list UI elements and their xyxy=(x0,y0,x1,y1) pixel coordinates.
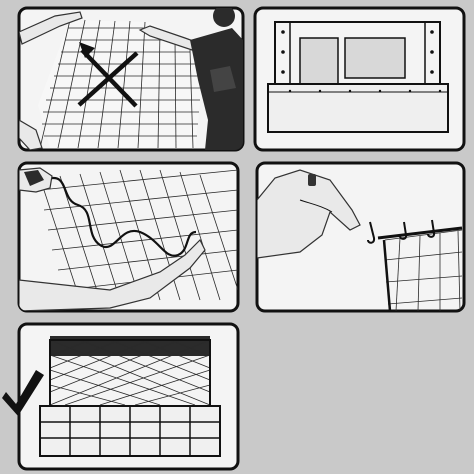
step-3-panel xyxy=(17,161,240,313)
hand-holding-hook xyxy=(257,169,361,259)
hook-icons xyxy=(367,219,436,244)
threading-cord xyxy=(44,176,197,257)
ring xyxy=(308,174,316,186)
left-arm-bottom xyxy=(19,118,43,150)
net-border-cord xyxy=(377,226,463,240)
cross-out-icon xyxy=(77,42,139,108)
checkmark-icon xyxy=(2,370,44,416)
mounting-points xyxy=(281,30,434,74)
balcony-structure xyxy=(267,21,449,133)
step-4-net xyxy=(384,229,463,311)
step-5-panel xyxy=(17,322,240,471)
step-1-panel xyxy=(17,6,245,152)
left-hand-top xyxy=(19,11,83,45)
installed-net xyxy=(49,339,211,406)
balcony-railing xyxy=(267,83,449,133)
door-window xyxy=(299,37,339,85)
step-3-frame xyxy=(17,161,240,313)
window xyxy=(344,37,406,79)
step-4-panel xyxy=(255,161,466,313)
person-head xyxy=(213,8,235,27)
railing-grid xyxy=(40,406,220,456)
step-1-net xyxy=(39,19,203,149)
right-arm xyxy=(19,238,206,311)
step-2-panel xyxy=(253,6,466,152)
